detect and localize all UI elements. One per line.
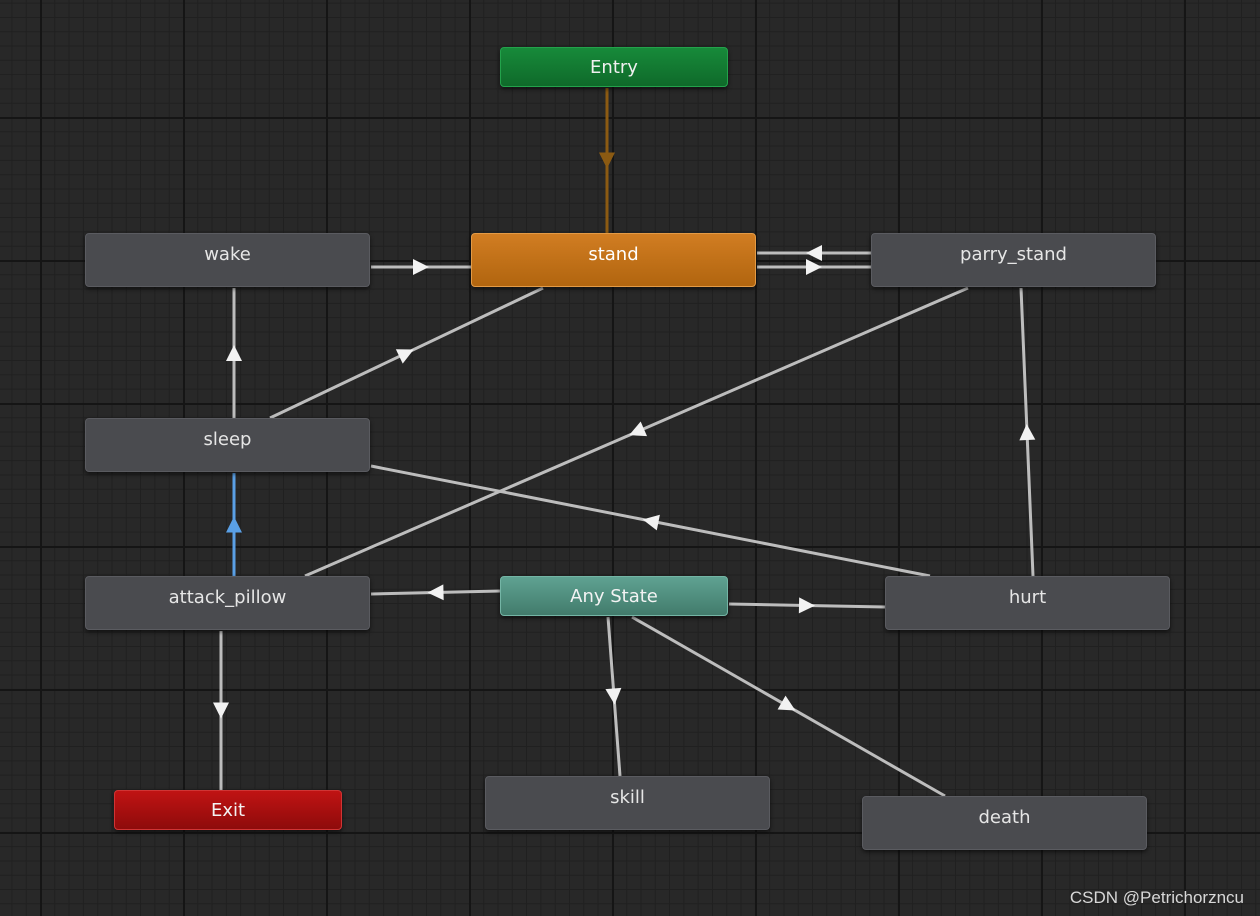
arrow-icon	[427, 584, 444, 601]
arrow-icon	[798, 597, 815, 614]
transition-hurt-to-parry-stand[interactable]	[1019, 287, 1036, 577]
transition-stand-to-parry-stand[interactable]	[757, 259, 871, 275]
state-skill[interactable]: skill	[485, 776, 770, 830]
state-label: sleep	[203, 429, 252, 450]
state-label: Exit	[210, 800, 246, 821]
transition-attack-pillow-to-exit[interactable]	[213, 631, 229, 790]
state-label: Entry	[590, 57, 638, 78]
arrow-icon	[226, 516, 242, 533]
transition-wake-to-stand[interactable]	[371, 259, 471, 275]
arrow-icon	[642, 514, 660, 531]
watermark: CSDN @Petrichorzncu	[1069, 888, 1244, 907]
state-label: hurt	[1008, 587, 1047, 608]
arrow-icon	[605, 687, 622, 705]
state-label: stand	[588, 244, 639, 265]
arrow-icon	[413, 259, 429, 275]
transition-any-state-to-death[interactable]	[631, 615, 946, 798]
transition-any-state-to-skill[interactable]	[605, 616, 622, 777]
state-label: Any State	[570, 586, 658, 607]
state-sleep[interactable]: sleep	[85, 418, 370, 472]
state-parry-stand[interactable]: parry_stand	[871, 233, 1156, 287]
transition-any-state-to-attack-pillow[interactable]	[370, 584, 501, 601]
state-label: parry_stand	[960, 244, 1067, 265]
state-any-state[interactable]: Any State	[500, 576, 728, 616]
arrow-icon	[395, 349, 414, 364]
transition-entry-to-stand[interactable]	[599, 88, 615, 233]
transition-hurt-to-sleep[interactable]	[370, 464, 931, 578]
state-label: wake	[204, 244, 251, 265]
state-death[interactable]: death	[862, 796, 1147, 850]
state-entry[interactable]: Entry	[500, 47, 728, 87]
state-wake[interactable]: wake	[85, 233, 370, 287]
state-exit[interactable]: Exit	[114, 790, 342, 830]
state-attack-pillow[interactable]: attack_pillow	[85, 576, 370, 630]
transition-parry-stand-to-attack-pillow[interactable]	[304, 286, 969, 578]
state-label: skill	[610, 787, 645, 808]
state-hurt[interactable]: hurt	[885, 576, 1170, 630]
transition-any-state-to-hurt[interactable]	[728, 597, 886, 614]
arrow-icon	[599, 152, 615, 169]
arrow-icon	[629, 421, 648, 437]
arrow-icon	[777, 695, 796, 711]
arrow-icon	[1019, 424, 1036, 441]
transition-sleep-to-stand[interactable]	[269, 286, 544, 420]
state-stand[interactable]: stand	[471, 233, 756, 287]
transition-parry-stand-to-stand[interactable]	[757, 245, 871, 261]
state-label: attack_pillow	[168, 587, 287, 608]
arrow-icon	[226, 345, 242, 361]
arrow-icon	[806, 245, 822, 261]
transition-attack-pillow-to-sleep[interactable]	[226, 473, 242, 576]
arrow-icon	[213, 702, 229, 719]
arrow-icon	[806, 259, 822, 275]
state-label: death	[978, 807, 1031, 828]
transition-sleep-to-wake[interactable]	[226, 288, 242, 418]
